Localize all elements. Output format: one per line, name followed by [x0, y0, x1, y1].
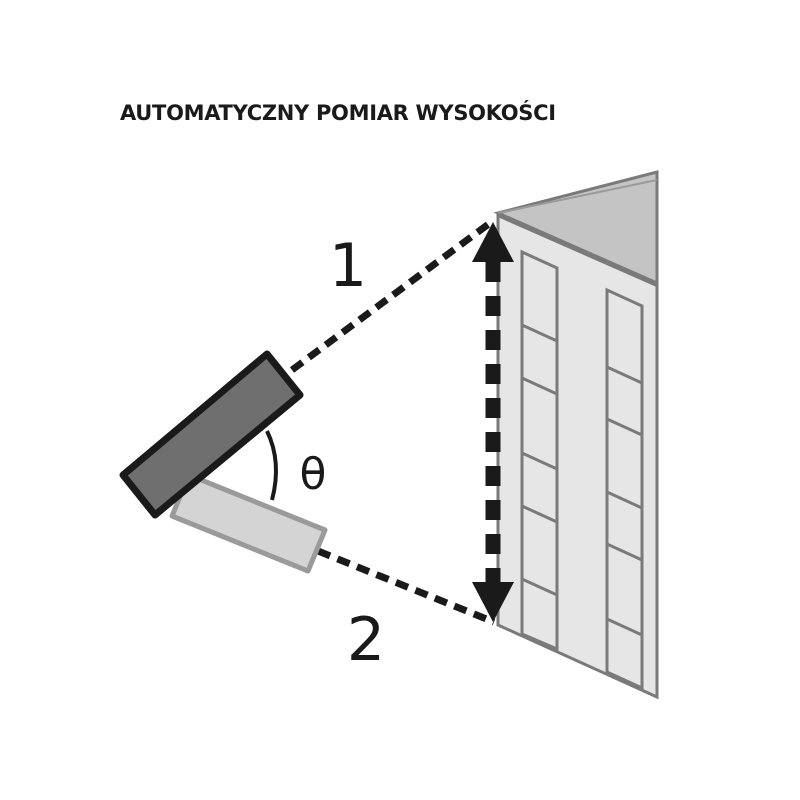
- window-divider: [606, 617, 643, 637]
- window-divider: [606, 490, 643, 510]
- window-divider: [606, 417, 643, 437]
- building: [493, 170, 659, 700]
- window-divider: [521, 451, 558, 471]
- window-divider: [521, 323, 558, 343]
- laser-device-lower: [169, 472, 328, 574]
- height-arrow: [472, 222, 514, 622]
- height-arrow-head-bottom: [472, 582, 514, 622]
- roof-edge-line: [497, 179, 658, 214]
- window-divider: [521, 504, 558, 524]
- laser-beam-bottom: [316, 547, 496, 626]
- laser-beam-top: [289, 217, 497, 373]
- window-column-left: [520, 249, 559, 652]
- height-arrow-head-top: [472, 222, 514, 262]
- angle-label-theta: θ: [300, 449, 327, 500]
- beam-label-2: 2: [347, 605, 385, 675]
- laser-device-upper: [119, 350, 304, 519]
- beam-label-1: 1: [329, 231, 367, 301]
- window-divider: [606, 542, 643, 562]
- roof-facade-edge: [497, 213, 658, 287]
- window-column-right: [605, 287, 644, 691]
- window-divider: [521, 577, 558, 597]
- angle-arc: [265, 430, 278, 501]
- diagram-title: AUTOMATYCZNY POMIAR WYSOKOŚCI: [120, 101, 556, 125]
- window-divider: [606, 365, 643, 385]
- window-divider: [521, 376, 558, 396]
